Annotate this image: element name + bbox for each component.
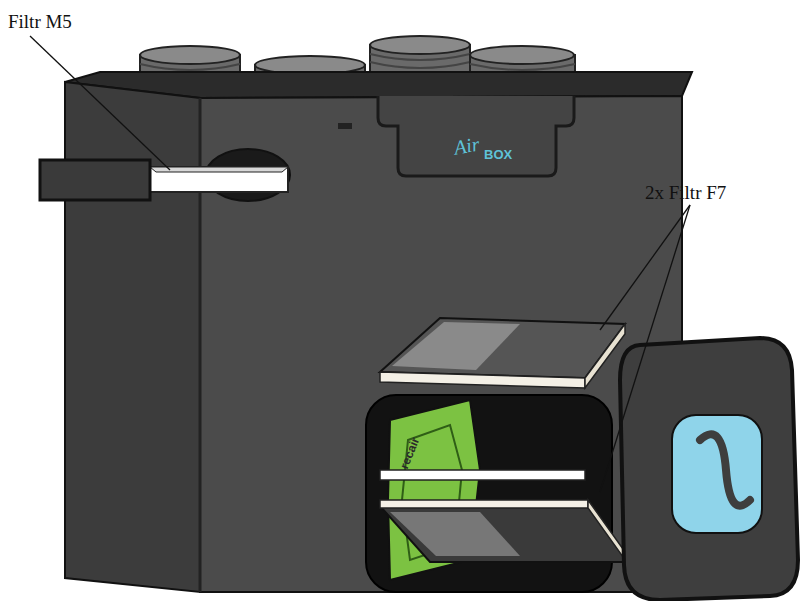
logo-plate — [378, 96, 574, 176]
filter-f7 — [380, 506, 628, 562]
filter-f7-media — [390, 512, 520, 556]
part-label: 2x Filtr F7 — [645, 183, 726, 204]
logo-text: BOX — [484, 148, 512, 162]
filter-m5-media — [150, 167, 288, 172]
spigot-ridge — [370, 54, 470, 68]
filter-f7-frame — [380, 500, 588, 508]
cover-badge — [672, 415, 762, 533]
filter-m5 — [150, 167, 288, 192]
filter-f7-media — [392, 322, 520, 370]
filter-f7-frame — [380, 372, 585, 388]
spigot-rim — [470, 46, 574, 64]
spigot — [370, 36, 470, 75]
filter-handle — [40, 160, 150, 200]
spigot-rim — [140, 46, 240, 64]
logo-text: Air — [452, 133, 481, 159]
cover-symbol — [700, 434, 750, 505]
filter-f7 — [380, 318, 625, 378]
service-cover — [620, 338, 798, 600]
leader-line — [600, 205, 690, 492]
spigot-rim — [370, 36, 470, 54]
part-label: Filtr M5 — [8, 12, 72, 33]
filter-rail — [380, 470, 585, 480]
leader-line — [30, 36, 170, 170]
serial-sticker — [338, 123, 352, 129]
leader-line — [600, 205, 690, 330]
